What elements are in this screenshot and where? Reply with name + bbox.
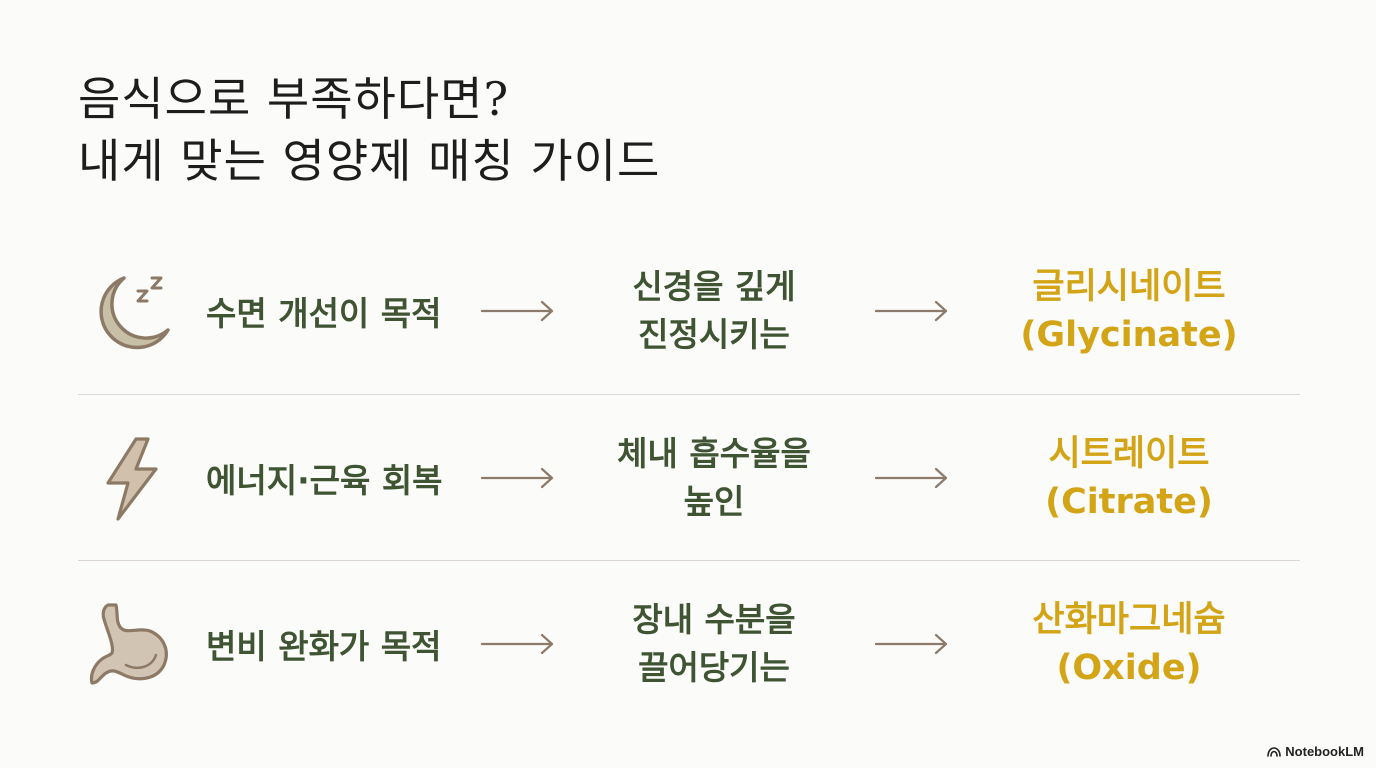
mechanism-line-1: 신경을 깊게 [632,267,796,306]
supplement-english: (Oxide) [1056,648,1202,688]
mechanism-line-1: 체내 흡수율을 [617,434,811,473]
arrow-right-icon [480,299,556,323]
mechanism-line-2: 진정시키는 [638,315,790,354]
guide-row-constipation: 변비 완화가 목적 장내 수분을 끌어당기는 산화마그네슘 (Oxide) [78,561,1300,727]
goal-label: 에너지·근육 회복 [206,461,443,500]
lightning-bolt-icon [86,433,176,523]
notebooklm-logo-icon [1267,746,1282,757]
arrow-right-icon [874,632,950,656]
mechanism-text: 장내 수분을 끌어당기는 [578,596,850,692]
mechanism-line-2: 높인 [683,482,745,521]
supplement-name: 산화마그네슘 (Oxide) [978,596,1280,692]
supplement-english: (Citrate) [1045,482,1213,522]
supplement-korean: 시트레이트 [1048,434,1210,474]
goal-label: 수면 개선이 목적 [206,294,442,333]
arrow-right-icon [874,466,950,490]
row-divider [78,394,1300,395]
mechanism-line-2: 끌어당기는 [638,648,790,687]
arrow-right-icon [480,466,556,490]
moon-sleep-icon [86,266,176,356]
arrow-right-icon [480,632,556,656]
page-title: 음식으로 부족하다면? 내게 맞는 영양제 매칭 가이드 [78,68,660,192]
supplement-korean: 산화마그네슘 [1032,600,1226,640]
supplement-name: 시트레이트 (Citrate) [978,430,1280,526]
goal-label: 변비 완화가 목적 [206,627,442,666]
row-divider [78,560,1300,561]
mechanism-text: 신경을 깊게 진정시키는 [578,263,850,359]
title-line-1: 음식으로 부족하다면? [78,72,510,126]
supplement-english: (Glycinate) [1020,315,1238,355]
supplement-korean: 글리시네이트 [1032,267,1226,307]
title-line-2: 내게 맞는 영양제 매칭 가이드 [78,134,661,188]
mechanism-text: 체내 흡수율을 높인 [578,430,850,526]
stomach-icon [86,599,176,689]
supplement-name: 글리시네이트 (Glycinate) [978,263,1280,359]
guide-row-energy: 에너지·근육 회복 체내 흡수율을 높인 시트레이트 (Citrate) [78,395,1300,561]
guide-row-sleep: 수면 개선이 목적 신경을 깊게 진정시키는 글리시네이트 (Glycinate… [78,228,1300,394]
brand-label: NotebookLM [1285,744,1364,759]
notebooklm-watermark: NotebookLM [1267,744,1364,759]
arrow-right-icon [874,299,950,323]
mechanism-line-1: 장내 수분을 [632,600,796,639]
